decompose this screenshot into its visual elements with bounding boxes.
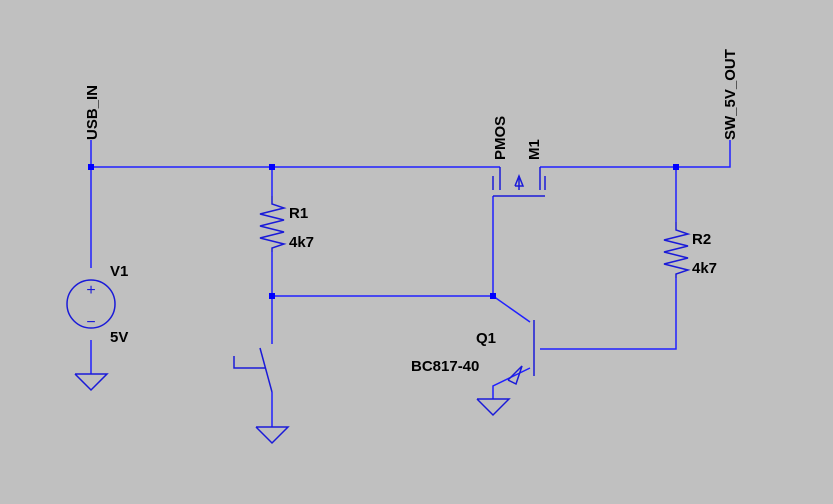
net-label-sw-5v-out: SW_5V_OUT [722,49,739,140]
junction-usb-in [88,164,94,170]
junction-gate-q1 [490,293,496,299]
v1-name-label: V1 [110,263,128,280]
bjt-emitter-arrow-icon [507,365,523,386]
junction-r2-top [673,164,679,170]
net-label-usb-in: USB_IN [84,85,101,140]
q1-model-label: BC817-40 [411,358,479,375]
voltage-source-v1[interactable]: + − [66,279,116,331]
q1-name-label: Q1 [476,330,496,347]
labels: USB_IN SW_5V_OUT PMOS M1 V1 5V R1 4k7 R2… [84,49,739,375]
m1-model-label: PMOS [492,116,509,160]
wire-top-rail-left[interactable] [90,140,500,168]
switch-blade [259,347,273,393]
v1-value-label: 5V [110,329,128,346]
r2-name-label: R2 [692,231,711,248]
voltage-source-circle [66,279,116,329]
push-switch[interactable] [233,347,273,393]
wire-top-rail-right[interactable] [540,140,731,168]
wire-q1-collector[interactable] [492,295,531,323]
plus-sign: + [86,282,95,299]
r1-value-label: 4k7 [289,234,314,251]
resistor-r1[interactable] [259,196,287,252]
switch-actuator [233,356,266,369]
minus-sign: − [86,314,95,331]
pmos-m1[interactable] [492,167,546,197]
m1-name-label: M1 [526,139,543,160]
wires [90,140,731,427]
r2-value-label: 4k7 [692,260,717,277]
ground-switch [255,426,290,445]
ground-icon [74,373,109,392]
junctions [88,164,679,299]
ground-icon [255,426,290,445]
npn-q1[interactable] [507,320,535,386]
resistor-zigzag [663,222,691,278]
junction-r1-top [269,164,275,170]
r1-name-label: R1 [289,205,308,222]
wire-r2-to-base[interactable] [540,278,677,350]
resistor-r2[interactable] [663,222,691,278]
junction-gate-r1 [269,293,275,299]
mosfet-arrow-icon [514,173,525,187]
wire-q1-emitter[interactable] [492,367,531,399]
resistor-zigzag [259,196,287,252]
ground-q1 [476,398,511,417]
ground-icon [476,398,511,417]
ground-v1 [74,373,109,392]
